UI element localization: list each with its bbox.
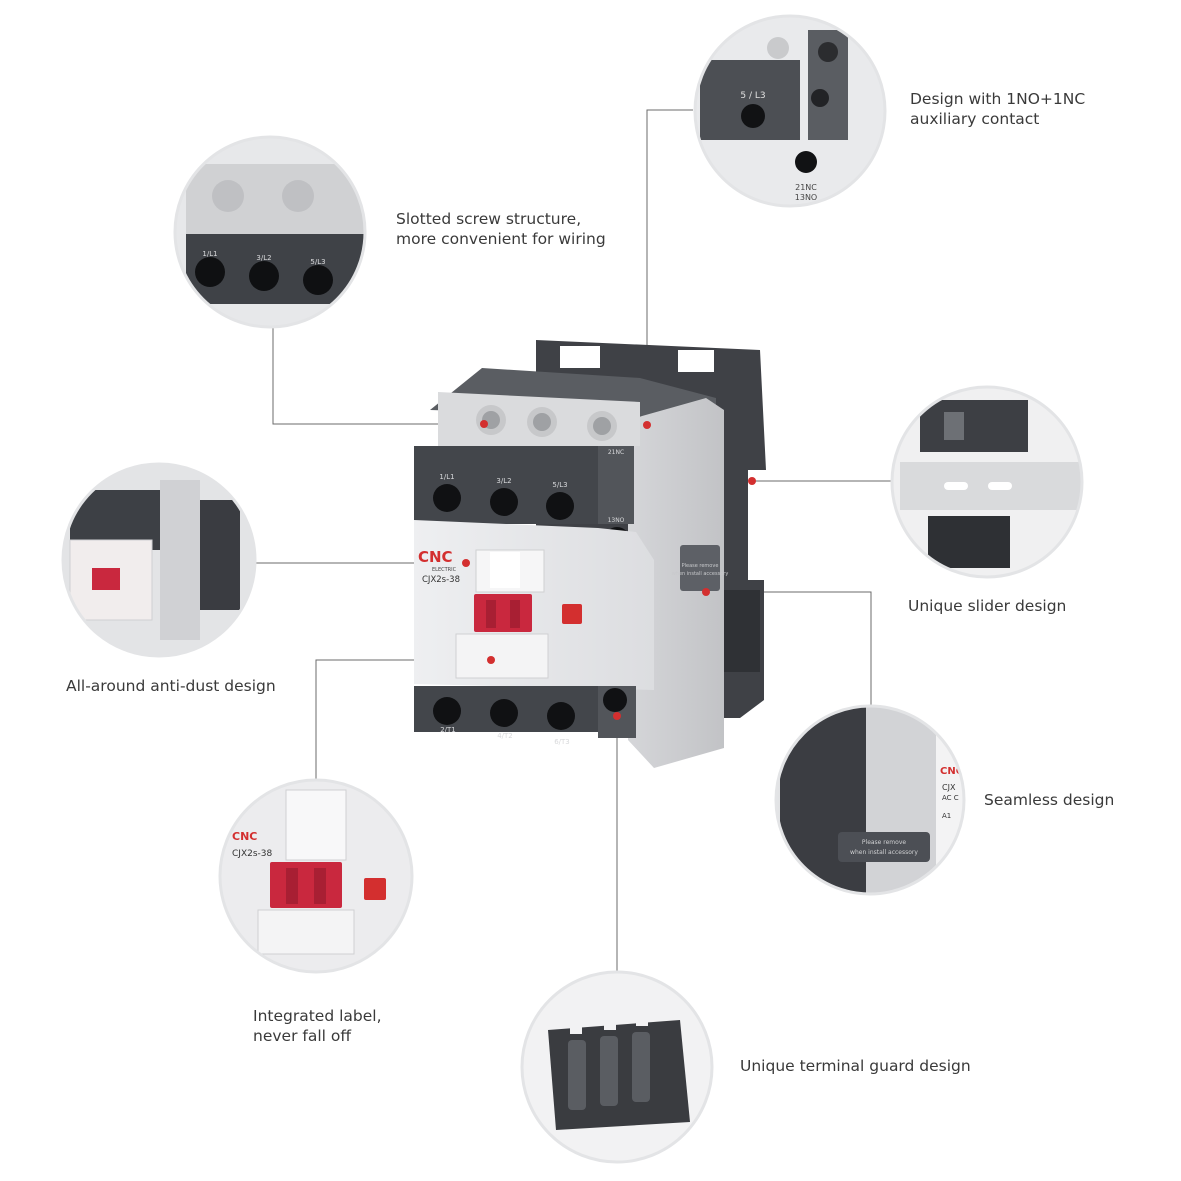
detail-circle-slider <box>890 385 1084 579</box>
slider-button <box>474 594 532 632</box>
dot-guard <box>613 712 621 720</box>
screw-detail-label-2: 3/L2 <box>256 254 271 262</box>
contactor-illustration: Please remove when install accessory 1/L… <box>414 340 766 768</box>
indicator-window <box>562 604 582 624</box>
aux-detail-nc-label: 21NC <box>795 183 817 192</box>
seam-a1: A1 <box>942 812 951 820</box>
callout-guard: Unique terminal guard design <box>740 1056 971 1076</box>
detail-circle-auxiliary: 5 / L3 21NC 13NO <box>693 14 887 208</box>
aux-detail-no-label: 13NO <box>795 193 817 202</box>
screw-detail-label-3: 5/L3 <box>310 258 325 266</box>
dot-label <box>487 656 495 664</box>
callout-dust: All-around anti-dust design <box>66 676 276 696</box>
seam-sticker-line-2: when install accessory <box>850 849 918 856</box>
callout-label-line-2: never fall off <box>253 1027 352 1045</box>
bottom-terminal-holes <box>433 688 627 730</box>
leader-line-auxiliary <box>646 109 693 425</box>
dot-dust <box>462 559 470 567</box>
side-sticker-line-2: when install accessory <box>672 571 729 577</box>
terminal-label-top-2: 3/L2 <box>496 477 511 485</box>
terminal-label-top-1: 1/L1 <box>439 473 454 481</box>
screw-detail-label-1: 1/L1 <box>202 250 217 258</box>
brand-sub: ELECTRIC <box>432 567 457 573</box>
terminal-label-bottom-2: 4/T2 <box>497 732 513 740</box>
label-detail-brand: CNC <box>232 830 257 843</box>
callout-auxiliary: Design with 1NO+1NC auxiliary contact <box>910 89 1085 129</box>
leader-line-screw <box>272 325 484 425</box>
dot-auxiliary <box>643 421 651 429</box>
detail-circle-dust <box>61 462 257 658</box>
model-label: CJX2s-38 <box>422 575 460 585</box>
seam-coil: AC C <box>942 794 959 802</box>
aux-label-no: 13NO <box>608 517 625 524</box>
label-plate <box>455 633 549 679</box>
callout-seamless: Seamless design <box>984 790 1114 810</box>
callout-screw-line-2: more convenient for wiring <box>396 230 606 248</box>
seam-sticker-line-1: Please remove <box>862 839 906 846</box>
callout-screw-line-1: Slotted screw structure, <box>396 210 582 228</box>
dot-slider <box>748 477 756 485</box>
callout-label: Integrated label, never fall off <box>253 1006 382 1046</box>
rear-housing-slot <box>560 346 600 368</box>
detail-circle-label: CNC CJX2s-38 <box>218 778 414 974</box>
top-screws <box>476 405 617 441</box>
callout-dust-line-1: All-around anti-dust design <box>66 677 276 695</box>
dot-seamless <box>702 588 710 596</box>
terminal-label-top-3: 5/L3 <box>552 481 567 489</box>
callout-seamless-line-1: Seamless design <box>984 791 1115 809</box>
aux-label-nc: 21NC <box>608 449 624 456</box>
detail-circle-seamless: Please remove when install accessory CNC… <box>774 704 966 896</box>
side-sticker-line-1: Please remove <box>682 563 719 569</box>
callout-dots <box>462 420 756 720</box>
detail-circle-screw: 1/L1 3/L2 5/L3 <box>173 135 367 329</box>
callout-label-line-1: Integrated label, <box>253 1007 382 1025</box>
side-sticker <box>680 545 720 591</box>
seam-model: CJX <box>942 783 956 792</box>
terminal-label-bottom-3: 6/T3 <box>554 738 570 746</box>
callout-screw: Slotted screw structure, more convenient… <box>396 209 606 249</box>
callout-auxiliary-line-1: Design with 1NO+1NC <box>910 90 1086 108</box>
callout-guard-line-1: Unique terminal guard design <box>740 1057 971 1075</box>
detail-circle-guard <box>520 970 714 1164</box>
rear-housing-slot-2 <box>678 350 714 372</box>
label-detail-model: CJX2s-38 <box>232 849 272 859</box>
dot-screw <box>480 420 488 428</box>
seam-brand: CNC <box>940 766 963 777</box>
callout-slider-line-1: Unique slider design <box>908 597 1067 615</box>
brand-logo: CNC <box>418 548 453 566</box>
callout-auxiliary-line-2: auxiliary contact <box>910 110 1040 128</box>
aux-detail-terminal-label: 5 / L3 <box>740 91 765 101</box>
terminal-label-bottom-1: 2/T1 <box>440 726 456 734</box>
callout-slider: Unique slider design <box>908 596 1066 616</box>
